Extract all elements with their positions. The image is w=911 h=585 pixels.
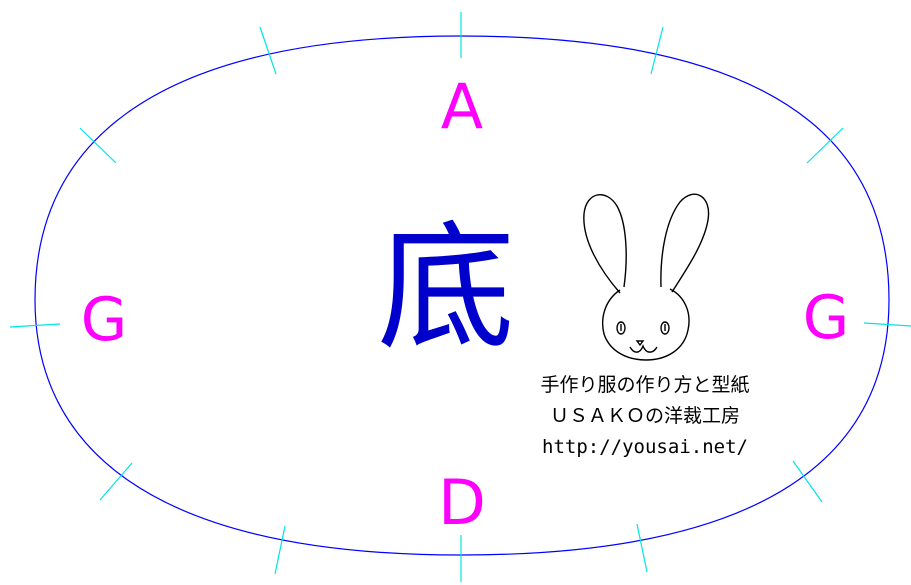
rabbit-right-ear <box>660 193 710 293</box>
caption-line-1: 手作り服の作り方と型紙 <box>540 374 749 396</box>
rabbit-nose <box>635 340 645 347</box>
caption-url: http://yousai.net/ <box>542 436 748 458</box>
notch-top-left-1 <box>259 26 277 75</box>
mark-bottom: D <box>438 466 486 539</box>
rabbit-icon <box>583 193 710 361</box>
notch-top-right-1 <box>650 26 664 75</box>
notch-bottom-right-2 <box>792 460 823 503</box>
notch-bottom-right-1 <box>636 523 648 573</box>
mark-left: G <box>81 285 128 355</box>
notch-bottom-left-1 <box>274 525 286 575</box>
rabbit-left-eye <box>616 321 626 335</box>
mark-top: A <box>441 70 483 143</box>
mark-right: G <box>803 283 850 353</box>
notch-left <box>9 323 61 328</box>
caption-line-2: ＵＳＡＫＯの洋裁工房 <box>550 405 740 427</box>
notch-right <box>863 322 911 327</box>
pattern-title: 底 <box>377 208 515 369</box>
rabbit-mouth <box>629 344 658 353</box>
notch-marks <box>9 12 911 582</box>
notch-top-left-2 <box>79 127 117 164</box>
rabbit-left-ear <box>583 194 627 294</box>
rabbit-head <box>602 288 690 361</box>
notch-bottom-left-2 <box>99 462 133 501</box>
rabbit-right-eye <box>660 321 670 335</box>
notch-top-right-2 <box>806 127 844 164</box>
